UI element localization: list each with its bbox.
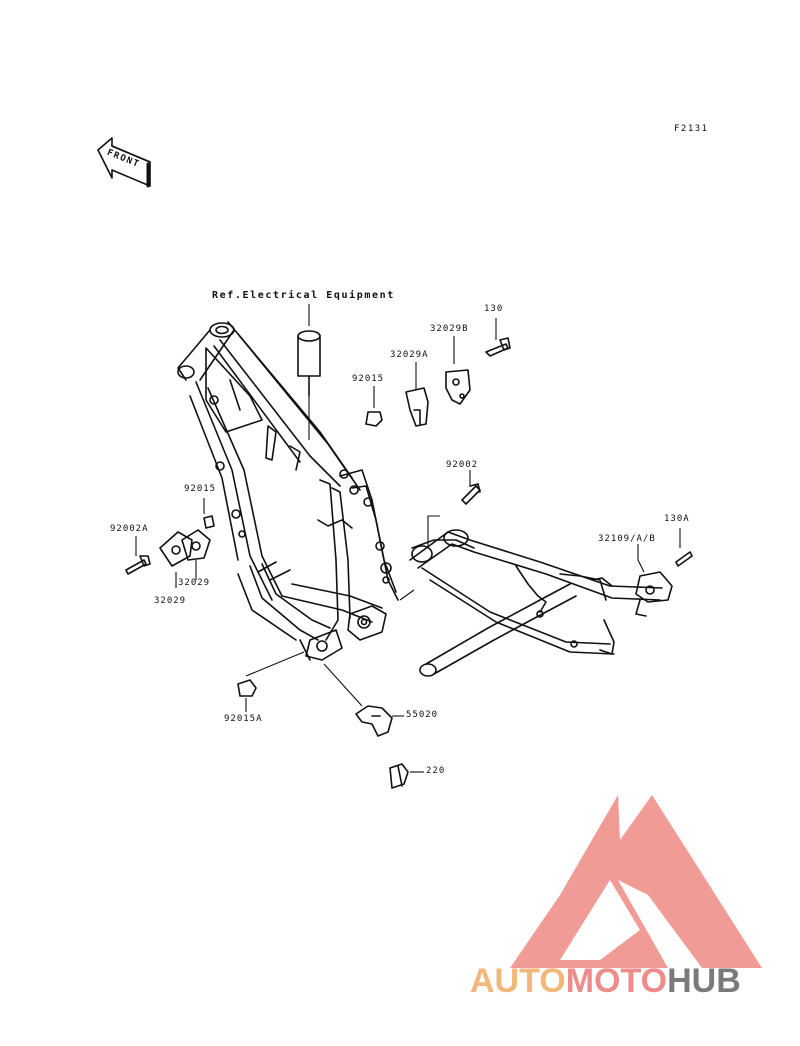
callout-130: 130	[484, 304, 504, 314]
front-arrow-icon	[97, 137, 151, 188]
bracket-32029A	[405, 387, 429, 427]
figure-code: F2131	[674, 124, 709, 134]
callout-220: 220	[426, 766, 446, 776]
watermark-logo-icon	[510, 795, 762, 968]
bolt-92002	[461, 483, 481, 505]
callout-32109: 32109/A/B	[598, 534, 656, 544]
bottom-cradle	[237, 561, 383, 641]
leader-lines	[135, 304, 681, 773]
down-tubes	[189, 381, 283, 601]
bolt-130A	[675, 551, 693, 567]
nut-92015	[365, 411, 383, 427]
callout-92002: 92002	[446, 460, 479, 470]
callout-32029-lower: 32029	[154, 596, 187, 606]
bolt-92002A	[125, 555, 151, 575]
bolt-220	[389, 763, 409, 789]
callout-130A: 130A	[664, 514, 690, 524]
callout-92015-left: 92015	[184, 484, 217, 494]
battery-tube-part	[297, 330, 321, 397]
callout-32029-upper: 32029	[178, 578, 211, 588]
callout-92015A: 92015A	[224, 714, 263, 724]
collar-55020	[355, 705, 393, 737]
watermark-part-moto: MOTO	[565, 962, 668, 1000]
nut-92015A	[237, 679, 257, 697]
watermark-text: AUTOMOTOHUB	[470, 962, 741, 1001]
reference-note: Ref.Electrical Equipment	[212, 290, 395, 301]
callout-32029A: 32029A	[390, 350, 429, 360]
callout-55020: 55020	[406, 710, 439, 720]
watermark-part-hub: HUB	[667, 962, 741, 1000]
main-frame-backbone	[205, 321, 361, 491]
callout-92015: 92015	[352, 374, 385, 384]
bolt-130	[485, 337, 511, 357]
callout-92002A: 92002A	[110, 524, 149, 534]
callout-32029B: 32029B	[430, 324, 469, 334]
plate-32029-pair	[159, 529, 211, 567]
watermark-part-auto: AUTO	[470, 962, 566, 1000]
rear-subframe	[409, 529, 673, 677]
nut-92015-left	[203, 515, 215, 529]
bracket-32029B	[445, 369, 471, 405]
rear-frame-section	[299, 469, 399, 661]
